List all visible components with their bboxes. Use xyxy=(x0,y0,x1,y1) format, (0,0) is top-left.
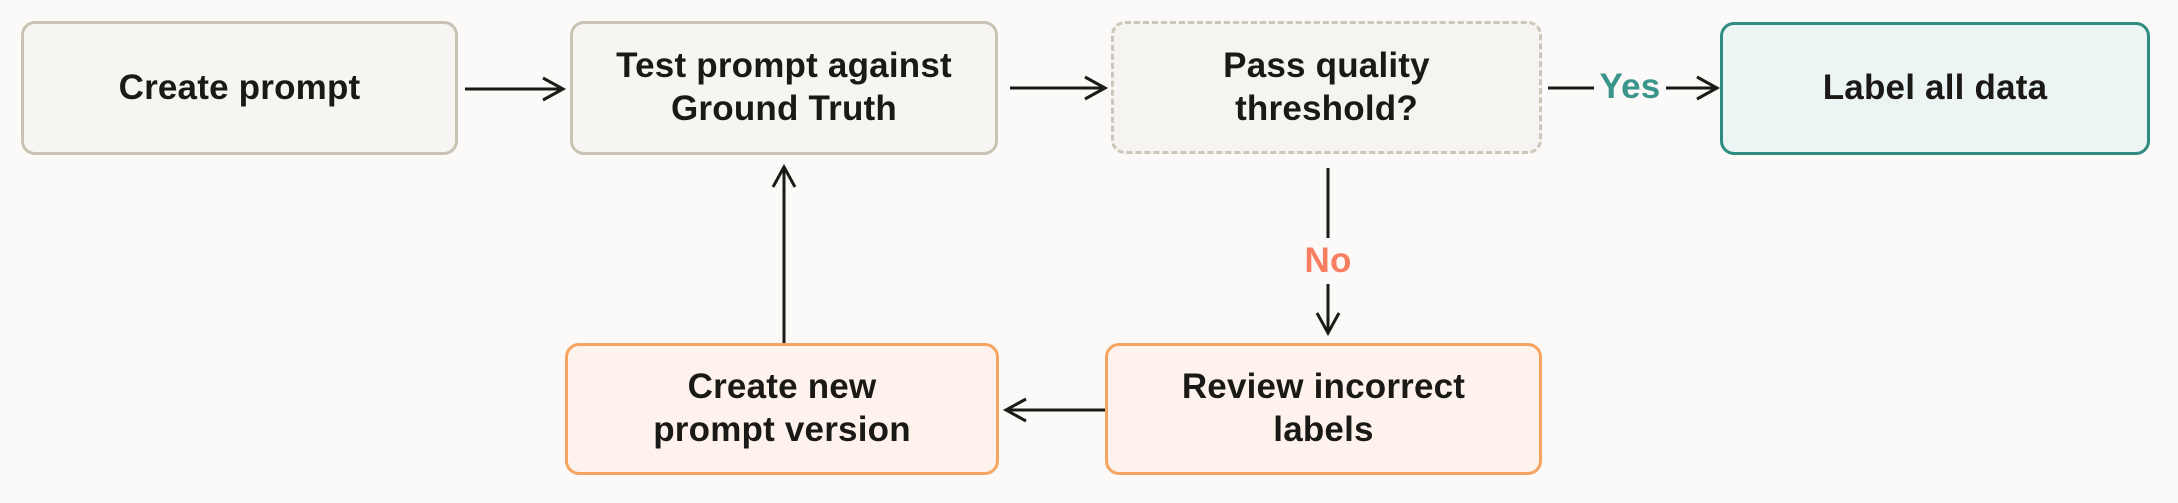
node-label-all-data: Label all data xyxy=(1720,22,2150,155)
node-create-prompt-label: Create prompt xyxy=(118,67,361,107)
edge-label-yes: Yes xyxy=(1599,67,1661,106)
arrow-review-incorrect-to-create-new-version xyxy=(1002,397,1105,423)
edge-label-no: No xyxy=(1304,241,1352,280)
node-create-new-prompt-version-label: Create new prompt version xyxy=(653,367,911,449)
node-label-all-data-label: Label all data xyxy=(1822,68,2048,108)
node-create-prompt: Create prompt xyxy=(21,21,458,155)
node-test-prompt: Test prompt against Ground Truth xyxy=(570,21,998,155)
node-pass-quality-threshold: Pass quality threshold? xyxy=(1111,21,1542,154)
node-review-incorrect-labels-label: Review incorrect labels xyxy=(1181,367,1466,449)
arrow-create-new-version-to-test-prompt xyxy=(771,163,797,343)
arrow-test-prompt-to-pass-threshold xyxy=(1010,75,1109,101)
node-test-prompt-label: Test prompt against Ground Truth xyxy=(616,46,952,128)
arrow-create-prompt-to-test-prompt xyxy=(465,76,567,102)
node-create-new-prompt-version: Create new prompt version xyxy=(565,343,999,475)
node-review-incorrect-labels: Review incorrect labels xyxy=(1105,343,1542,475)
node-pass-quality-threshold-label: Pass quality threshold? xyxy=(1223,45,1430,128)
